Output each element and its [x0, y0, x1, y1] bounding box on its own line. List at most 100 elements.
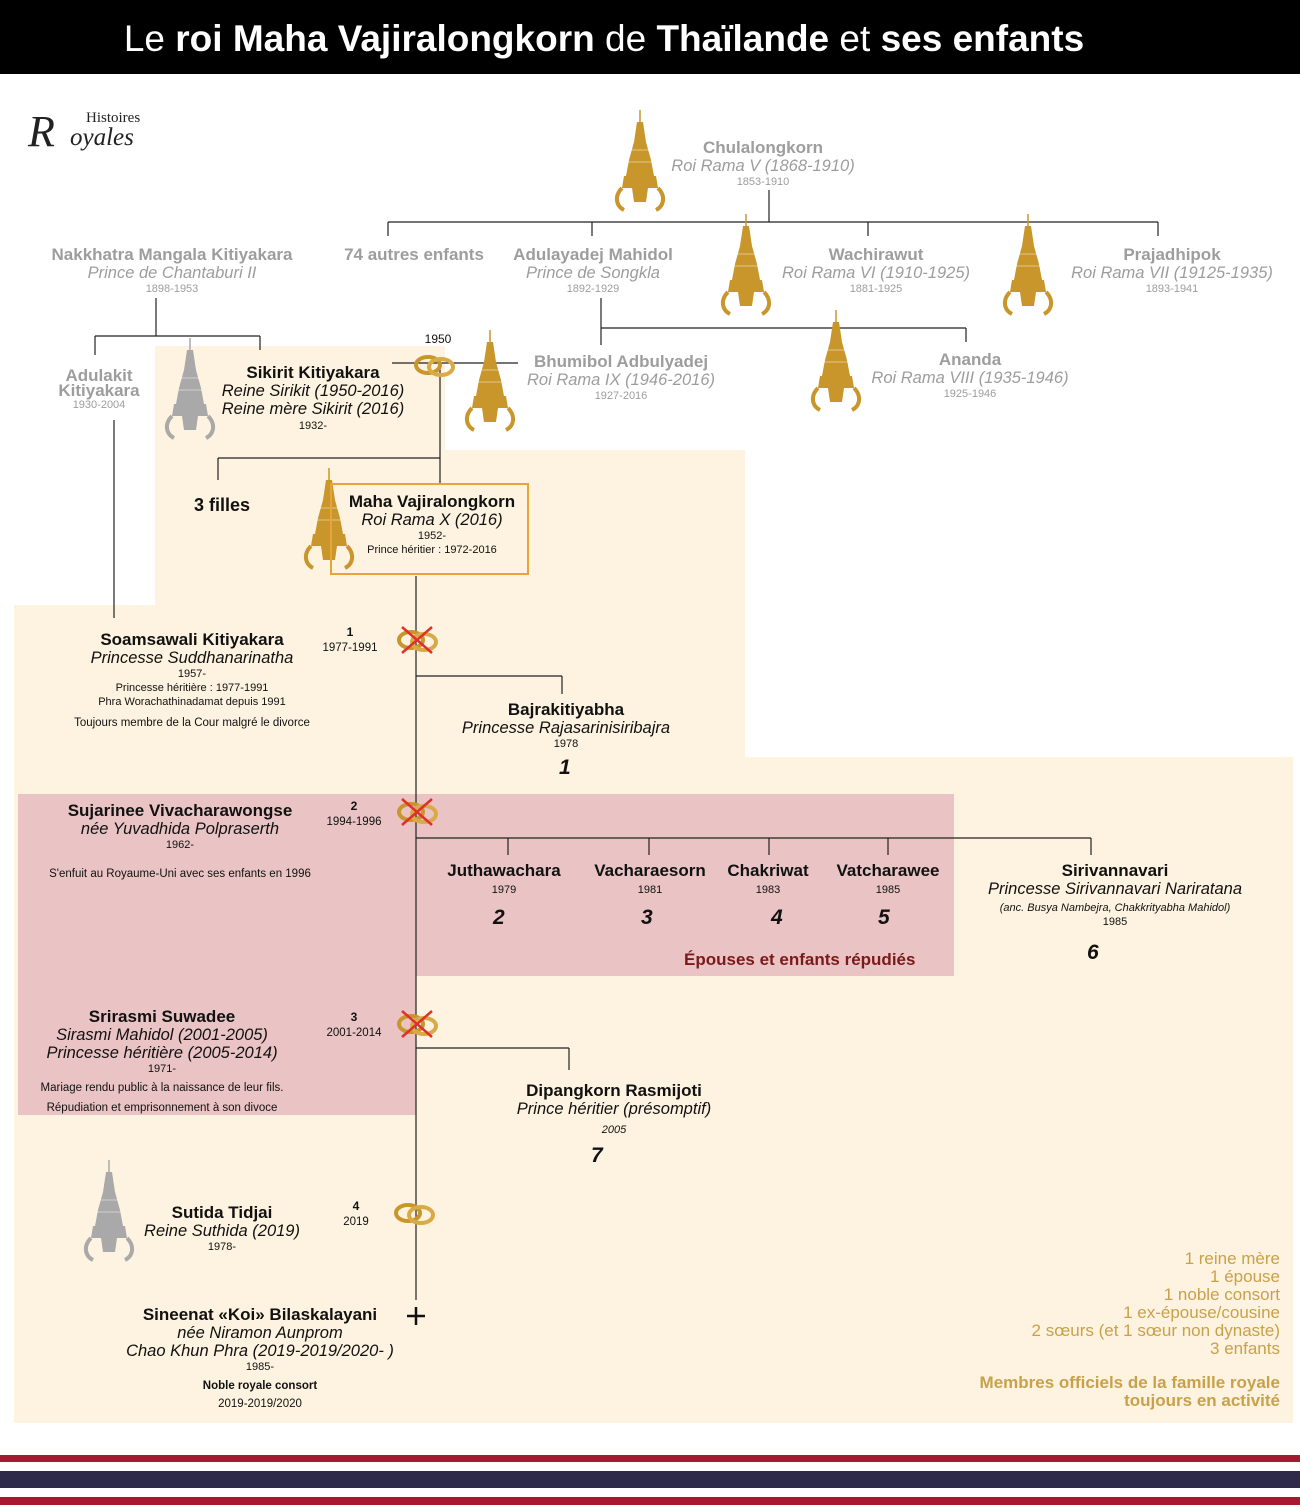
sirikit-dates: 1932- — [298, 420, 328, 432]
name: 74 autres enfants — [344, 245, 484, 264]
dates: 1962- — [165, 839, 195, 851]
name: Chulalongkorn — [703, 138, 823, 157]
name: Bhumibol Adbulyadej — [533, 352, 709, 371]
dates: 1925-1946 — [943, 388, 997, 400]
year: 1978 — [553, 738, 579, 750]
title-part-bold: Thaïlande — [656, 18, 830, 59]
name: Nakkhatra Mangala Kitiyakara — [51, 245, 293, 264]
name: Wachirawut — [828, 245, 924, 264]
name: Maha Vajiralongkorn — [348, 492, 516, 511]
child-number-5: 5 — [878, 906, 890, 929]
dates: 1978- — [207, 1241, 237, 1253]
note-1: Noble royale consort — [202, 1380, 318, 1392]
note-2: Phra Worachathinadamat depuis 1991 — [98, 696, 286, 708]
king-highlight-box — [330, 483, 529, 575]
title: Roi Rama VI (1910-1925) — [781, 264, 970, 282]
dates: 1853-1910 — [736, 176, 790, 188]
crown-icon-sutida — [83, 1158, 135, 1262]
marriage-1-label: 1 1977-1991 — [318, 625, 382, 656]
node-adulayadej: Adulayadej Mahidol Prince de Songkla 189… — [500, 245, 686, 296]
repudiated-label: Épouses et enfants répudiés — [684, 950, 916, 969]
node-nakkhatra: Nakkhatra Mangala Kitiyakara Prince de C… — [32, 245, 312, 296]
name: Vatcharawee — [836, 861, 940, 880]
marriage-number: 4 — [352, 1199, 360, 1213]
node-bhumibol: Bhumibol Adbulyadej Roi Rama IX (1946-20… — [515, 352, 727, 403]
note: Prince héritier : 1972-2016 — [367, 544, 497, 556]
node-consort-sineenat: Sineenat «Koi» Bilaskalayani née Niramon… — [100, 1305, 420, 1412]
node-child-vacharaesorn: Vacharaesorn 1981 — [582, 861, 718, 897]
title: née Yuvadhida Polpraserth — [80, 820, 280, 838]
crown-icon-ananda — [810, 308, 862, 412]
histoires-royales-logo: R Histoires oyales — [26, 100, 152, 160]
child-number-4: 4 — [771, 906, 783, 929]
name: Soamsawali Kitiyakara — [100, 630, 284, 649]
name: Juthawachara — [447, 861, 561, 880]
dates: 1892-1929 — [566, 283, 620, 295]
name: Prajadhipok — [1123, 245, 1221, 264]
node-child-chakriwat: Chakriwat 1983 — [712, 861, 824, 897]
crown-icon-bhumibol — [464, 328, 516, 432]
name: Vacharaesorn — [594, 861, 706, 880]
dates: 1927-2016 — [594, 390, 648, 402]
logo-big-letter: R — [28, 107, 55, 156]
title: Prince héritier (présomptif) — [516, 1100, 712, 1118]
name: Sutida Tidjai — [171, 1203, 273, 1222]
name: Dipangkorn Rasmijoti — [526, 1081, 702, 1100]
title-part: de — [594, 18, 657, 59]
child-number-1: 1 — [559, 756, 571, 779]
crown-icon-chulalongkorn — [614, 108, 666, 212]
title: Roi Rama V (1868-1910) — [671, 157, 855, 175]
node-74-other-children: 74 autres enfants — [330, 245, 498, 264]
summary-line: 1 noble consort — [1163, 1285, 1280, 1304]
node-wachirawut: Wachirawut Roi Rama VI (1910-1925) 1881-… — [772, 245, 980, 296]
official-line-1: Membres officiels de la famille royale — [979, 1373, 1280, 1392]
marriage-years: 1994-1996 — [326, 816, 382, 828]
summary-line: 1 épouse — [1210, 1267, 1280, 1286]
crown-icon-prajadhipok — [1002, 212, 1054, 316]
name: Sujarinee Vivacharawongse — [67, 801, 293, 820]
child-number-6: 6 — [1087, 941, 1099, 964]
summary-line: 3 enfants — [1210, 1339, 1280, 1358]
child-number-7: 7 — [591, 1144, 603, 1167]
note-1: S'enfuit au Royaume-Uni avec ses enfants… — [49, 868, 311, 880]
wedding-rings-icon-marriage-4 — [394, 1203, 435, 1225]
title: Roi Rama VII (19125-1935) — [1071, 264, 1273, 282]
logo-top-word: Histoires — [86, 110, 141, 126]
node-child-juthawachara: Juthawachara 1979 — [436, 861, 572, 897]
note-1: Princesse héritière : 1977-1991 — [115, 682, 269, 694]
title: Princesse Rajasarinisiribajra — [461, 719, 671, 737]
node-spouse-srirasmi: Srirasmi Suwadee Sirasmi Mahidol (2001-2… — [24, 1007, 300, 1116]
marriage-years: 2001-2014 — [326, 1027, 382, 1039]
name: Sineenat «Koi» Bilaskalayani — [142, 1305, 378, 1324]
wedding-rings-icon-sirikit — [414, 355, 455, 377]
node-sirikit: Sikirit Kitiyakara Reine Sirikit (1950-2… — [210, 363, 416, 418]
sirikit-marriage-year: 1950 — [424, 332, 452, 346]
marriage-years: 2019 — [343, 1216, 369, 1228]
title-2: Chao Khun Phra (2019-2019/2020- ) — [126, 1342, 394, 1360]
title: Prince de Songkla — [526, 264, 660, 282]
shade-repudiated-top — [18, 794, 954, 976]
name: Sikirit Kitiyakara — [246, 363, 380, 382]
title-1: née Niramon Aunprom — [177, 1324, 343, 1342]
node-child-bajrakitiyabha: Bajrakitiyabha Princesse Rajasarinisirib… — [436, 700, 696, 751]
dates: 1971- — [147, 1063, 177, 1075]
title-2: Reine mère Sikirit (2016) — [221, 400, 405, 418]
title: Princesse Suddhanarinatha — [90, 649, 294, 667]
crown-icon-sirikit — [164, 336, 216, 440]
marriage-2-label: 2 1994-1996 — [322, 799, 386, 830]
year: 1985 — [875, 884, 901, 896]
note: (anc. Busya Nambejra, Chakkrityabha Mahi… — [999, 902, 1231, 914]
name: Sirivannavari — [1061, 861, 1169, 880]
marriage-years: 1977-1991 — [322, 642, 378, 654]
official-members-label: Membres officiels de la famille royale t… — [980, 1374, 1280, 1410]
year: 1979 — [491, 884, 517, 896]
name: Chakriwat — [727, 861, 809, 880]
dates: 1957- — [177, 668, 207, 680]
title: Roi Rama IX (1946-2016) — [526, 371, 715, 389]
node-child-dipangkorn: Dipangkorn Rasmijoti Prince héritier (pr… — [484, 1081, 744, 1137]
node-prajadhipok: Prajadhipok Roi Rama VII (19125-1935) 18… — [1060, 245, 1284, 296]
dates: 1881-1925 — [849, 283, 903, 295]
dates: 1898-1953 — [145, 283, 199, 295]
title: Reine Suthida (2019) — [144, 1222, 300, 1240]
node-adulakit: Adulakit Kitiyakara 1930-2004 — [44, 367, 154, 412]
